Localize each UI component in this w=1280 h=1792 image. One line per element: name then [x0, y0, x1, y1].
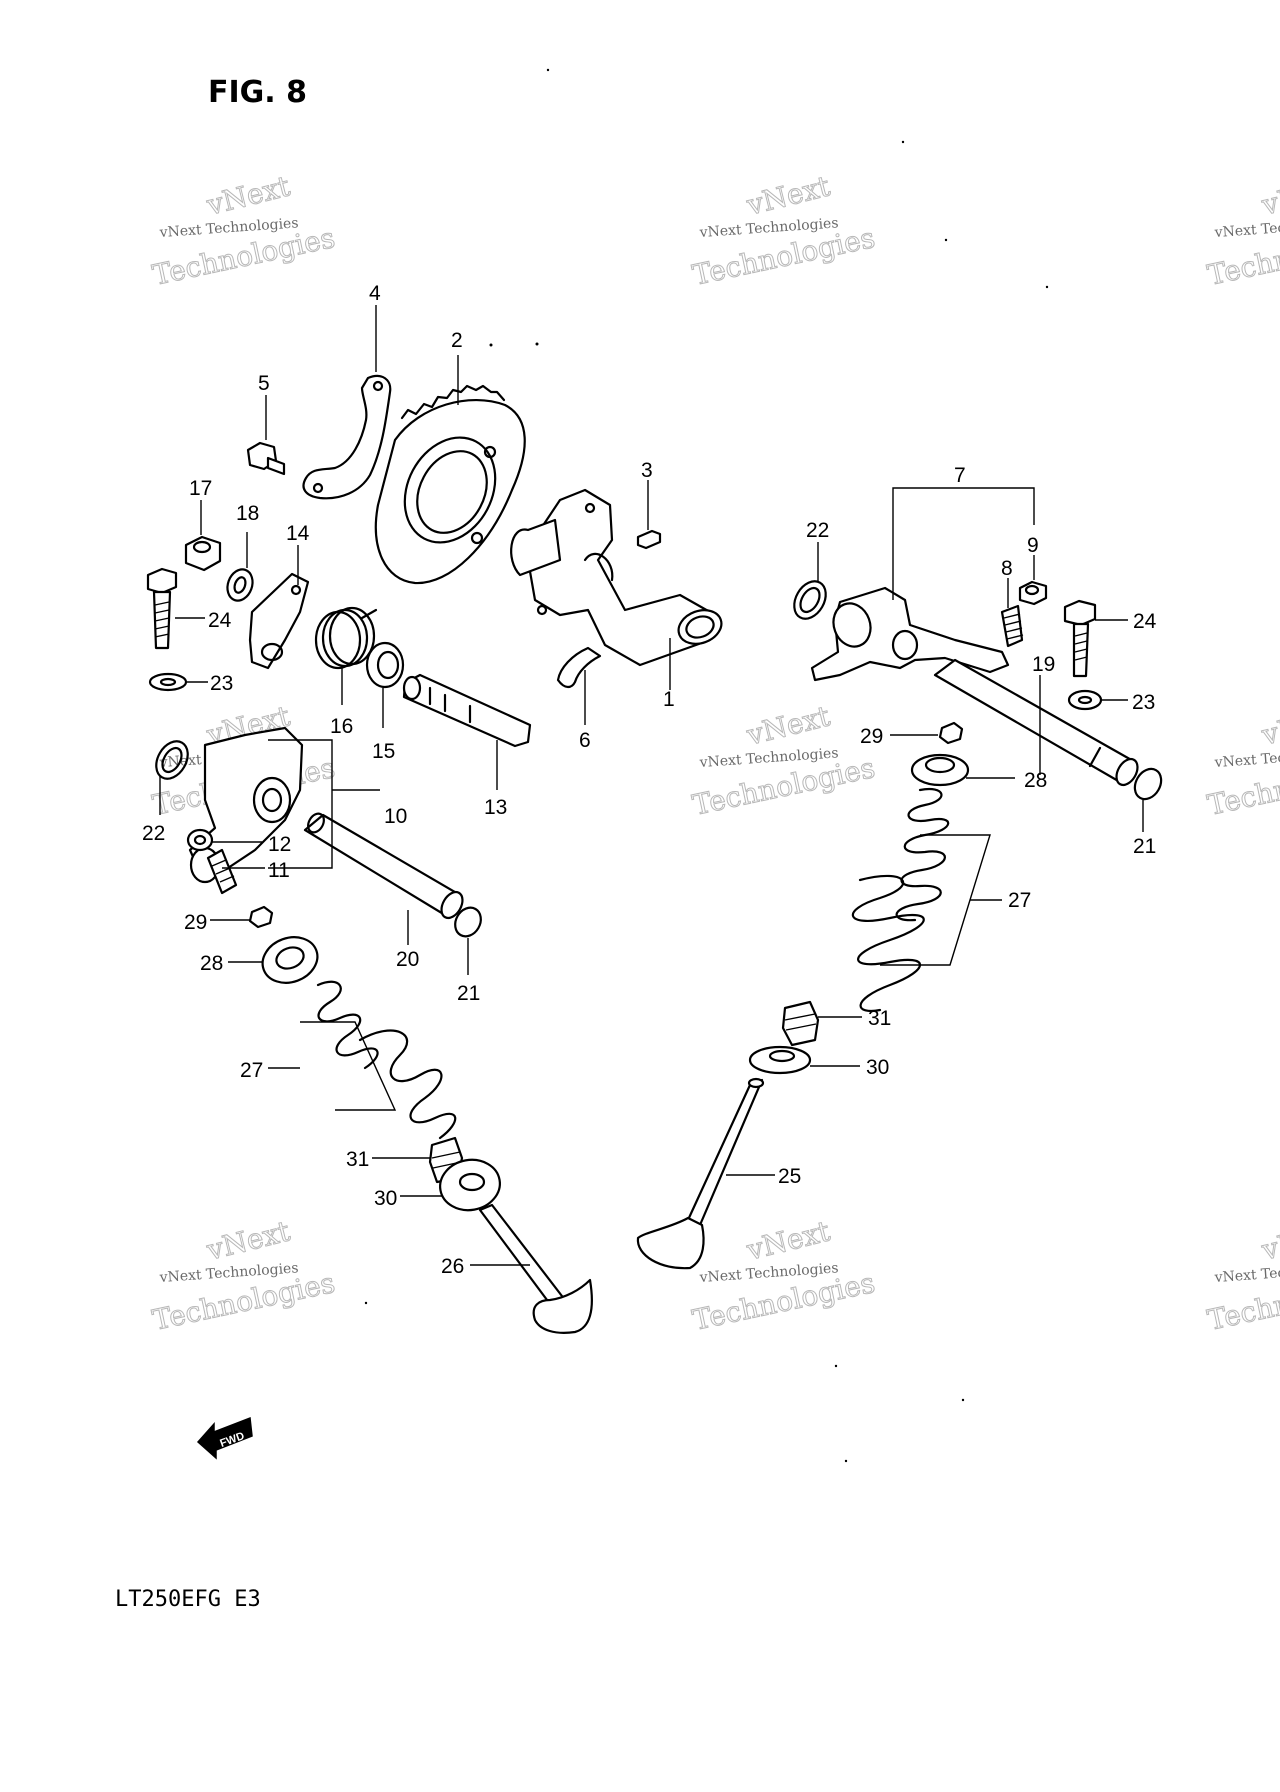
- callout-24-right: 24: [1133, 610, 1157, 633]
- callout-numbers: 1 2 3 4 5 6 7 8 9 10 11 12 13 14 15 16 1…: [142, 282, 1157, 1278]
- part-25-valve-right: [636, 1077, 765, 1270]
- callout-28-right: 28: [1024, 769, 1047, 792]
- part-16-spring: [314, 606, 378, 670]
- callout-4: 4: [369, 282, 381, 305]
- part-2-cam-sprocket: [374, 384, 526, 585]
- part-30-seat-right: [748, 1045, 812, 1075]
- callout-8: 8: [1001, 557, 1013, 580]
- callout-23-left: 23: [210, 672, 233, 695]
- part-22-oring-left: [155, 740, 189, 780]
- svg-text:vNext: vNext: [1258, 1214, 1280, 1267]
- callout-5: 5: [258, 372, 270, 395]
- part-21-oring-left: [454, 906, 482, 938]
- svg-text:vNext: vNext: [203, 1214, 294, 1267]
- callout-24-left: 24: [208, 609, 232, 632]
- callout-15: 15: [372, 740, 395, 763]
- callout-10: 10: [384, 805, 407, 828]
- svg-text:vNext: vNext: [743, 169, 834, 222]
- callout-14: 14: [286, 522, 310, 545]
- part-13-decomp-shaft: [402, 673, 532, 748]
- callout-1: 1: [663, 688, 675, 711]
- callout-12: 12: [268, 833, 291, 856]
- callout-20: 20: [396, 948, 419, 971]
- fwd-arrow-icon: FWD: [196, 1416, 253, 1460]
- part-9-nut: [1018, 580, 1048, 606]
- part-28-retainer-right: [910, 753, 970, 787]
- part-26-valve-left: [478, 1203, 593, 1334]
- part-27-springs-right: [851, 787, 950, 1013]
- model-code: LT250EFG E3: [115, 1587, 261, 1612]
- callout-16: 16: [330, 715, 353, 738]
- callout-19: 19: [1032, 653, 1055, 676]
- part-23-washer-right: [1067, 689, 1103, 711]
- callout-28-left: 28: [200, 952, 223, 975]
- callout-31-right: 31: [868, 1007, 891, 1030]
- part-28-retainer-left: [261, 936, 319, 984]
- part-20-rocker-shaft: [303, 812, 464, 920]
- callout-6: 6: [579, 729, 591, 752]
- callout-26: 26: [441, 1255, 464, 1278]
- part-17-nut: [184, 535, 222, 572]
- callout-23-right: 23: [1132, 691, 1155, 714]
- part-11-adjuster-screw: [206, 848, 238, 895]
- callout-13: 13: [484, 796, 507, 819]
- callout-9: 9: [1027, 534, 1039, 557]
- part-23-washer-left: [148, 672, 188, 692]
- svg-text:vNext: vNext: [203, 169, 294, 222]
- callout-2: 2: [451, 329, 463, 352]
- callout-11: 11: [268, 859, 290, 882]
- part-21-oring-right: [1133, 767, 1163, 801]
- part-15-oil-seal: [365, 641, 405, 689]
- part-1-camshaft: [510, 488, 723, 667]
- part-5-bolt: [246, 441, 286, 476]
- part-29-cotter-right: [938, 721, 964, 745]
- scan-specks: [364, 68, 1049, 1463]
- part-24-bolt-right: [1063, 599, 1097, 678]
- callout-3: 3: [641, 459, 653, 482]
- part-19-rocker-shaft: [933, 658, 1139, 787]
- callout-17: 17: [189, 477, 212, 500]
- part-18-washer: [226, 568, 254, 602]
- callout-27-right: 27: [1008, 889, 1031, 912]
- part-7-rocker-arm: [810, 586, 1010, 682]
- callout-21-right: 21: [1133, 835, 1156, 858]
- part-8-adjuster-screw: [1000, 604, 1024, 648]
- part-3-pin: [636, 529, 662, 550]
- part-27-springs-left: [316, 980, 457, 1140]
- part-4-guide-plate: [302, 374, 392, 500]
- svg-text:vNext: vNext: [743, 1214, 834, 1267]
- part-29-cotter-left: [248, 905, 274, 929]
- part-24-bolt-left: [146, 567, 178, 650]
- callout-30-left: 30: [374, 1187, 397, 1210]
- svg-text:vNext: vNext: [743, 699, 834, 752]
- svg-text:vNext: vNext: [1258, 699, 1280, 752]
- callout-30-right: 30: [866, 1056, 889, 1079]
- part-22-oring-right: [793, 580, 827, 620]
- leader-lines: [159, 305, 1144, 1266]
- callout-25: 25: [778, 1165, 801, 1188]
- callout-7: 7: [954, 464, 966, 487]
- callout-29-left: 29: [184, 911, 207, 934]
- svg-text:vNext: vNext: [1258, 169, 1280, 222]
- callout-22-left: 22: [142, 822, 165, 845]
- figure-title: FIG. 8: [208, 75, 307, 110]
- callout-18: 18: [236, 502, 259, 525]
- callout-31-left: 31: [346, 1148, 369, 1171]
- part-6-circlip: [556, 646, 602, 689]
- part-30-seat-left: [439, 1158, 501, 1212]
- callout-22-right: 22: [806, 519, 829, 542]
- part-14-bracket: [248, 572, 310, 670]
- part-31-cotter-right: [781, 1000, 820, 1047]
- callout-29-right: 29: [860, 725, 883, 748]
- callout-21-left: 21: [457, 982, 480, 1005]
- part-12-nut: [186, 828, 214, 852]
- callout-27-left: 27: [240, 1059, 263, 1082]
